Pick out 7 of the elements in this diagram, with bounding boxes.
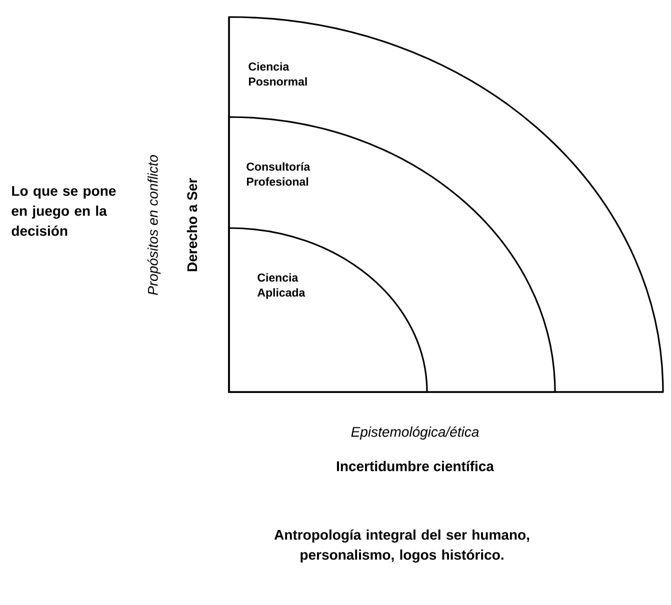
axis-label: Incertidumbre científica: [336, 460, 494, 472]
axis-label: Propósitos en conflicto: [147, 155, 161, 295]
axis-label: Lo que se pone en juego en la decisión: [12, 186, 116, 236]
axis-label: Derecho a Ser: [186, 178, 198, 272]
quarter-band: Ciencia Aplicada: [228, 227, 428, 393]
axis-label: Epistemológica/ética: [351, 426, 479, 440]
axis-label: Antropología integral del ser humano, personalismo, logos histórico.: [274, 529, 530, 563]
